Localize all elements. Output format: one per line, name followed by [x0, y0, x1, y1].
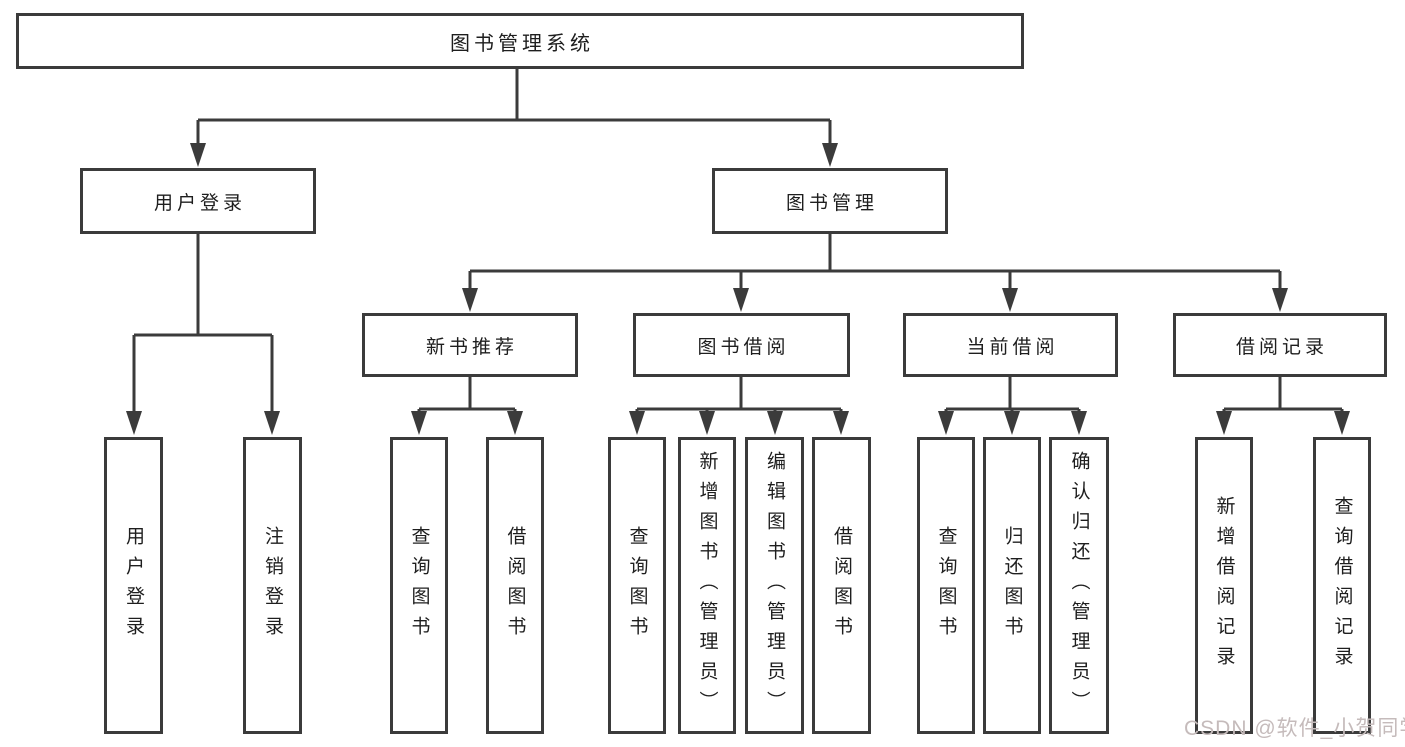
node-user-login: 用户登录 [80, 168, 316, 234]
node-borrow-records: 借阅记录 [1173, 313, 1387, 377]
node-borrow-books: 借阅图书 [812, 437, 871, 734]
csdn-watermark: CSDN @软件_小贺同学 [1184, 717, 1405, 740]
node-book-management: 图书管理 [712, 168, 948, 234]
node-login: 用户登录 [104, 437, 163, 734]
node-confirm-return-admin: 确认归还（管理员） [1049, 437, 1109, 734]
node-borrow-books-recommend: 借阅图书 [486, 437, 544, 734]
node-edit-book-admin: 编辑图书（管理员） [745, 437, 804, 734]
node-add-book-admin: 新增图书（管理员） [678, 437, 736, 734]
node-query-books-current: 查询图书 [917, 437, 975, 734]
arrowhead-icons [126, 143, 1350, 435]
node-query-borrow-record: 查询借阅记录 [1313, 437, 1371, 734]
node-new-book-recommend: 新书推荐 [362, 313, 578, 377]
node-logout: 注销登录 [243, 437, 302, 734]
node-current-borrowing: 当前借阅 [903, 313, 1118, 377]
node-query-books-borrow: 查询图书 [608, 437, 666, 734]
node-library-system: 图书管理系统 [16, 13, 1024, 69]
node-add-borrow-record: 新增借阅记录 [1195, 437, 1253, 734]
node-query-books-recommend: 查询图书 [390, 437, 448, 734]
node-return-book: 归还图书 [983, 437, 1041, 734]
node-book-borrowing: 图书借阅 [633, 313, 850, 377]
